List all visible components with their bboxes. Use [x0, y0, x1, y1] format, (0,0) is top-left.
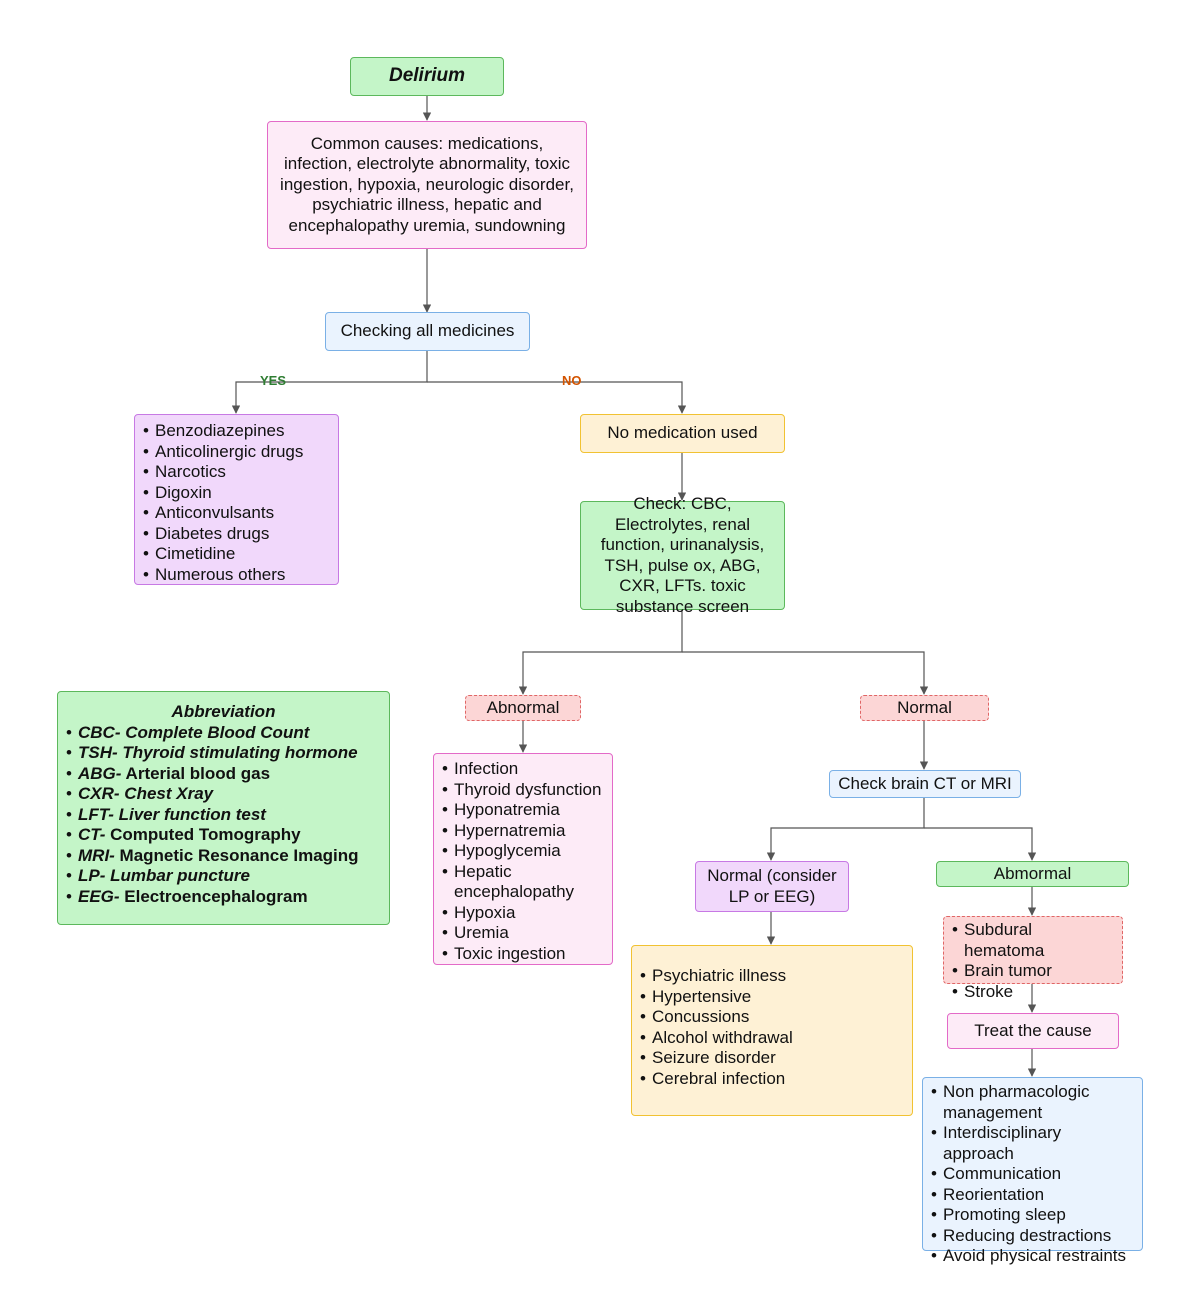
treat-cause-text: Treat the cause	[974, 1020, 1092, 1040]
common-causes-text: Common causes: medications, infection, e…	[280, 133, 574, 235]
list-item: Promoting sleep	[931, 1205, 1136, 1226]
abbreviation-item: CXR- Chest Xray	[66, 784, 381, 805]
brain-findings-list: Subdural hematoma Brain tumor Stroke	[952, 920, 1114, 1002]
abbreviation-box: Abbreviation CBC- Complete Blood Count T…	[57, 691, 390, 925]
abnormal-list: Infection Thyroid dysfunction Hyponatrem…	[442, 759, 604, 964]
edge-check-no	[427, 381, 687, 414]
check-brain-text: Check brain CT or MRI	[838, 773, 1012, 793]
list-item: Thyroid dysfunction	[442, 780, 604, 801]
list-item: Concussions	[640, 1007, 904, 1028]
abbreviation-item: LFT- Liver function test	[66, 805, 381, 826]
abmormal-text: Abmormal	[993, 863, 1072, 883]
common-causes-box: Common causes: medications, infection, e…	[267, 121, 587, 249]
list-item: Communication	[931, 1164, 1136, 1185]
abbreviation-item: MRI- Magnetic Resonance Imaging	[66, 846, 381, 867]
list-item: Benzodiazepines	[143, 421, 330, 442]
check-brain-box: Check brain CT or MRI	[829, 770, 1021, 798]
list-item: Hepatic encephalopathy	[442, 862, 604, 903]
list-item: Infection	[442, 759, 604, 780]
no-medication-text: No medication used	[607, 423, 758, 443]
edge-check-yes	[231, 350, 428, 414]
list-item: Hyponatremia	[442, 800, 604, 821]
check-labs-box: Check: CBC, Electrolytes, renal function…	[580, 494, 785, 616]
abbreviation-heading: Abbreviation	[171, 702, 276, 721]
abmormal-box: Abmormal	[936, 861, 1129, 887]
list-item: Numerous others	[143, 565, 330, 586]
abbreviation-item: EEG- Electroencephalogram	[66, 887, 381, 908]
management-box: Non pharmacologic management Interdiscip…	[922, 1077, 1143, 1266]
delirium-box: Delirium	[350, 57, 504, 96]
list-item: Anticolinergic drugs	[143, 442, 330, 463]
abnormal-box: Abnormal	[465, 695, 581, 721]
abnormal-list-box: Infection Thyroid dysfunction Hyponatrem…	[433, 753, 613, 965]
management-list: Non pharmacologic management Interdiscip…	[931, 1082, 1136, 1267]
list-item: Subdural hematoma	[952, 920, 1114, 961]
list-item: Cerebral infection	[640, 1069, 904, 1090]
list-item: Interdisciplinary approach	[931, 1123, 1136, 1164]
no-medication-box: No medication used	[580, 414, 785, 453]
medication-list-box: Benzodiazepines Anticolinergic drugs Nar…	[134, 414, 339, 585]
abnormal-text: Abnormal	[486, 697, 560, 717]
abbreviation-item: ABG- Arterial blood gas	[66, 764, 381, 785]
check-medicines-box: Checking all medicines	[325, 312, 530, 351]
check-labs-text: Check: CBC, Electrolytes, renal function…	[600, 494, 765, 616]
check-medicines-text: Checking all medicines	[340, 321, 515, 341]
normal-consider-list: Psychiatric illness Hypertensive Concuss…	[640, 966, 904, 1089]
normal-text: Normal	[897, 697, 952, 717]
normal-consider-list-box: Psychiatric illness Hypertensive Concuss…	[631, 945, 913, 1116]
normal-box: Normal	[860, 695, 989, 721]
list-item: Diabetes drugs	[143, 524, 330, 545]
yes-label: YES	[260, 373, 287, 388]
treat-cause-box: Treat the cause	[947, 1013, 1119, 1049]
list-item: Avoid physical restraints	[931, 1246, 1136, 1267]
list-item: Hypoglycemia	[442, 841, 604, 862]
medication-list: Benzodiazepines Anticolinergic drugs Nar…	[143, 421, 330, 585]
abbreviation-item: CBC- Complete Blood Count	[66, 723, 381, 744]
list-item: Narcotics	[143, 462, 330, 483]
abbreviation-list: CBC- Complete Blood Count TSH- Thyroid s…	[66, 723, 381, 908]
edge-labs-normal	[682, 651, 929, 695]
abbreviation-item: TSH- Thyroid stimulating hormone	[66, 743, 381, 764]
list-item: Hypoxia	[442, 903, 604, 924]
list-item: Anticonvulsants	[143, 503, 330, 524]
normal-consider-text: Normal (consider LP or EEG)	[707, 866, 837, 906]
list-item: Hypertensive	[640, 987, 904, 1008]
list-item: Brain tumor	[952, 961, 1114, 982]
list-item: Seizure disorder	[640, 1048, 904, 1069]
edge-brain-normal	[766, 797, 925, 861]
abbreviation-item: CT- Computed Tomography	[66, 825, 381, 846]
list-item: Toxic ingestion	[442, 944, 604, 965]
list-item: Reorientation	[931, 1185, 1136, 1206]
delirium-title: Delirium	[388, 65, 466, 87]
normal-consider-box: Normal (consider LP or EEG)	[695, 861, 849, 912]
list-item: Stroke	[952, 982, 1114, 1003]
edge-labs-abnormal	[518, 609, 683, 695]
list-item: Hypernatremia	[442, 821, 604, 842]
brain-findings-box: Subdural hematoma Brain tumor Stroke	[943, 916, 1123, 1002]
abbreviation-item: LP- Lumbar puncture	[66, 866, 381, 887]
edge-brain-abnormal	[924, 827, 1037, 861]
no-label: NO	[562, 373, 582, 388]
list-item: Psychiatric illness	[640, 966, 904, 987]
list-item: Digoxin	[143, 483, 330, 504]
list-item: Uremia	[442, 923, 604, 944]
list-item: Reducing destractions	[931, 1226, 1136, 1247]
list-item: Cimetidine	[143, 544, 330, 565]
list-item: Alcohol withdrawal	[640, 1028, 904, 1049]
list-item: Non pharmacologic management	[931, 1082, 1136, 1123]
